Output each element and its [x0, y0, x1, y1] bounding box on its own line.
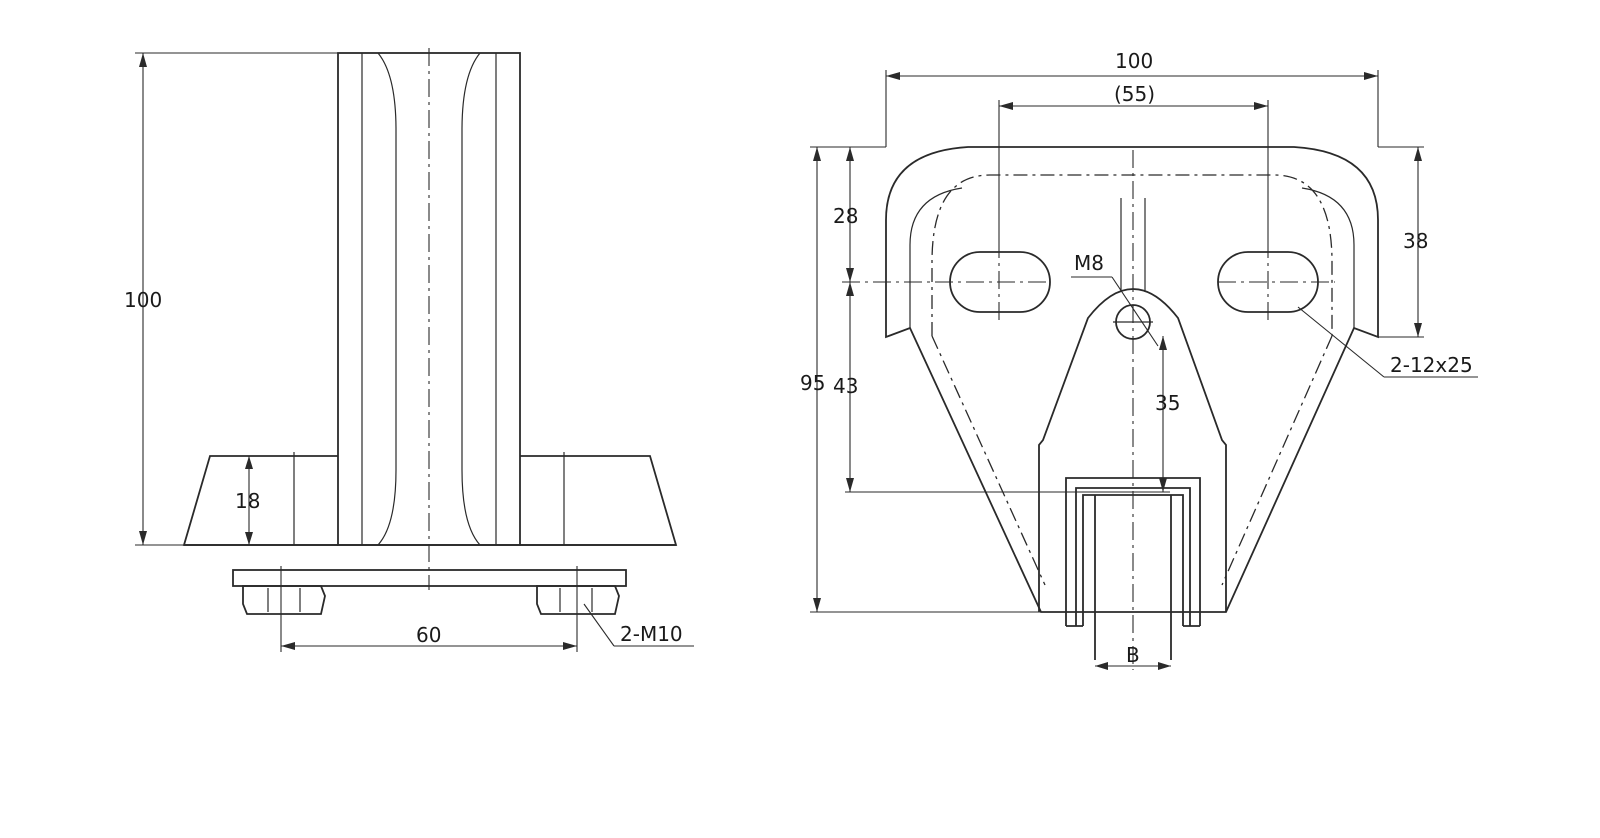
slot-spacing-label: (55)	[1114, 82, 1155, 106]
side-height-label: 100	[124, 288, 162, 312]
bend-line	[931, 174, 1333, 586]
front-width-label: 100	[1115, 49, 1153, 73]
hole-height-label: 35	[1155, 391, 1180, 415]
post-curve-left	[377, 52, 397, 546]
front-view: 100 (55) 95 28 43 35	[800, 49, 1478, 670]
base-height-label: 18	[235, 489, 260, 513]
slot-callout: 2-12x25	[1390, 353, 1473, 377]
front-height-label: 95	[800, 371, 825, 395]
right-height-label: 38	[1403, 229, 1428, 253]
nut-right	[536, 585, 620, 615]
post-curve-right	[461, 52, 481, 546]
side-view: 100 18 60 2-M10	[124, 48, 694, 652]
base-plate	[232, 569, 627, 587]
tap-callout: M8	[1074, 251, 1104, 275]
base-flange-right	[520, 455, 678, 546]
base-flange-left	[182, 455, 338, 546]
bolt-callout: 2-M10	[620, 622, 683, 646]
nut-left	[242, 585, 326, 615]
bolt-spacing-label: 60	[416, 623, 441, 647]
slot-offset-label: 28	[833, 204, 858, 228]
lower-height-label: 43	[833, 374, 858, 398]
channel-inner	[1075, 487, 1191, 626]
channel-slot	[1082, 494, 1184, 626]
channel-width-label: B	[1126, 643, 1140, 667]
channel-outer	[1065, 477, 1201, 626]
bracket-outline	[885, 146, 1379, 613]
